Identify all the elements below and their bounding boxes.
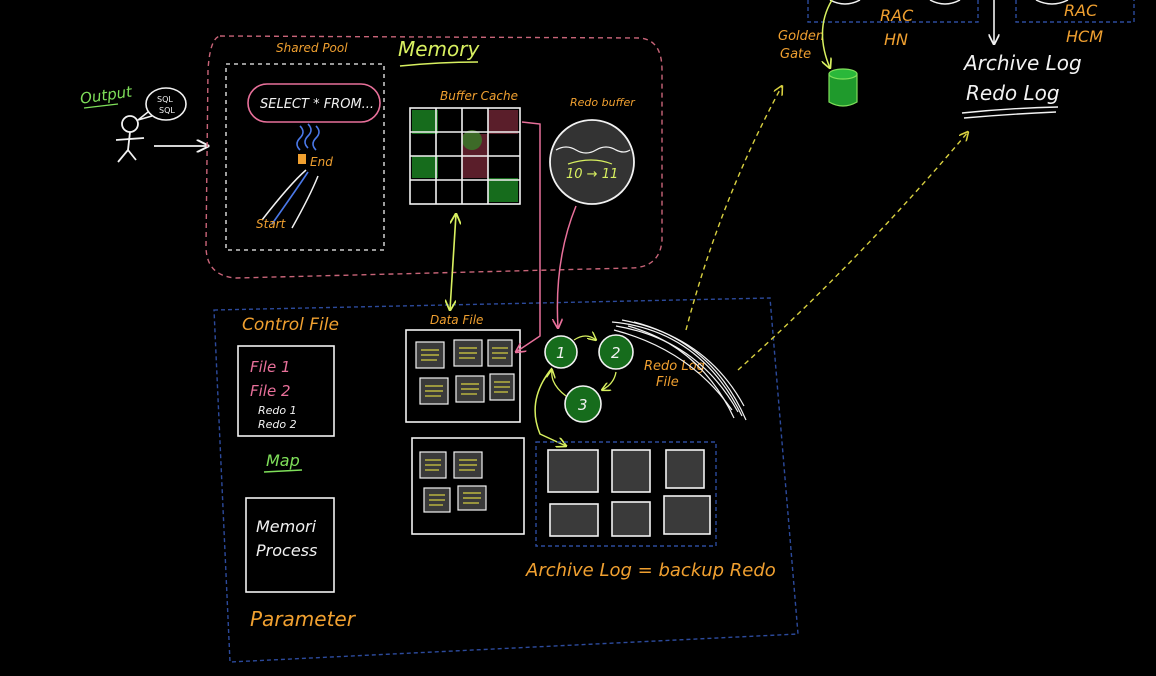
redo-log-underline bbox=[961, 106, 1059, 119]
rac-hcm-box-edge bbox=[1015, 0, 1135, 23]
execution-path-white bbox=[261, 169, 307, 221]
redo-log-group-2 bbox=[598, 334, 634, 370]
shared-pool-box bbox=[225, 63, 385, 251]
output-label: Output bbox=[79, 82, 134, 107]
top-cylinder-edge-1 bbox=[829, 0, 861, 5]
redo-buffer-label: Redo buffer bbox=[570, 96, 636, 109]
data-file-pages-2 bbox=[419, 451, 487, 513]
control-file-line-4: Redo 2 bbox=[258, 418, 297, 431]
top-cylinder-edge-2 bbox=[929, 0, 961, 5]
redo-log-group-3-label: 3 bbox=[578, 396, 588, 414]
redo-log-group-2-label: 2 bbox=[611, 344, 621, 362]
map-underline bbox=[263, 469, 303, 473]
lgwr-write-arrow bbox=[557, 205, 577, 328]
select-query-pill bbox=[247, 83, 381, 123]
redo-switch-arrow-2 bbox=[602, 371, 617, 390]
golden-gate-database-icon bbox=[828, 68, 858, 107]
memory-process-box bbox=[245, 497, 335, 593]
archive-log-blocks bbox=[547, 449, 711, 537]
golden-gate-label-2: Gate bbox=[780, 47, 811, 62]
redo-counter-arc bbox=[567, 159, 613, 165]
speech-bubble: SQL SQL bbox=[137, 87, 187, 121]
dbwr-write-arrow bbox=[516, 121, 541, 352]
redo-switch-arrow-3 bbox=[552, 370, 567, 397]
redo-log-group-3 bbox=[564, 385, 602, 423]
control-file-box bbox=[237, 345, 335, 437]
redo-log-file-label-2: File bbox=[656, 375, 679, 390]
parse-squiggle bbox=[296, 123, 320, 151]
execution-path-blue bbox=[271, 171, 309, 225]
data-file-label: Data File bbox=[430, 313, 483, 327]
data-file-box-2 bbox=[411, 437, 525, 535]
redo-log-group-1-label: 1 bbox=[556, 344, 566, 362]
rac-hn-box-edge bbox=[807, 0, 979, 23]
redo-counter: 10 → 11 bbox=[566, 167, 618, 182]
redo-log-group-1 bbox=[544, 335, 578, 369]
start-label: Start bbox=[256, 217, 287, 231]
redo-log-file-scribble bbox=[611, 319, 747, 421]
archiver-arrow bbox=[534, 367, 566, 446]
execution-path-white-2 bbox=[291, 175, 319, 229]
user-stick-figure-icon bbox=[115, 115, 145, 163]
archive-connector bbox=[737, 132, 968, 371]
control-file-line-2: File 2 bbox=[250, 382, 291, 400]
hcm-label: HCM bbox=[1066, 27, 1103, 46]
redo-log-file-label-1: Redo Log bbox=[644, 359, 705, 374]
buffer-datafile-arrow bbox=[450, 214, 456, 310]
redo-buffer-circle bbox=[549, 119, 635, 205]
memory-process-line-2: Process bbox=[256, 541, 317, 560]
map-label: Map bbox=[266, 451, 300, 470]
rac-label-2: RAC bbox=[1064, 1, 1098, 20]
control-file-line-1: File 1 bbox=[250, 358, 291, 376]
memory-underline bbox=[399, 61, 479, 67]
buffer-cache-grid bbox=[409, 107, 521, 205]
shared-pool-label: Shared Pool bbox=[276, 41, 348, 55]
hn-label: HN bbox=[884, 30, 908, 49]
gg-connector bbox=[685, 86, 782, 331]
end-label: End bbox=[310, 155, 333, 169]
control-file-line-3: Redo 1 bbox=[258, 404, 297, 417]
redo-buffer-wave bbox=[555, 146, 631, 154]
control-file-label: Control File bbox=[242, 315, 339, 335]
redo-log-top-label: Redo Log bbox=[966, 81, 1060, 105]
archive-log-top-label: Archive Log bbox=[962, 51, 1082, 75]
memory-label: Memory bbox=[398, 37, 481, 61]
top-cylinder-edge-3 bbox=[1035, 0, 1069, 5]
data-file-pages-1 bbox=[415, 339, 515, 405]
sql-bubble-text-1: SQL bbox=[157, 95, 173, 104]
redo-switch-arrow-1 bbox=[573, 336, 596, 340]
sql-bubble-text-2: SQL bbox=[159, 106, 175, 115]
buffer-cache-label: Buffer Cache bbox=[440, 89, 518, 103]
memory-process-line-1: Memori bbox=[256, 517, 317, 536]
golden-gate-arrow bbox=[822, 0, 833, 68]
archive-log-caption: Archive Log = backup Redo bbox=[525, 560, 776, 581]
parameter-label: Parameter bbox=[250, 607, 357, 631]
end-marker bbox=[298, 154, 306, 164]
output-underline bbox=[83, 103, 119, 109]
data-file-box-1 bbox=[405, 329, 521, 423]
archive-log-box bbox=[535, 441, 717, 547]
golden-gate-label-1: Golden bbox=[778, 29, 824, 44]
select-query-text: SELECT * FROM... bbox=[260, 97, 374, 112]
rac-label-1: RAC bbox=[880, 6, 914, 25]
